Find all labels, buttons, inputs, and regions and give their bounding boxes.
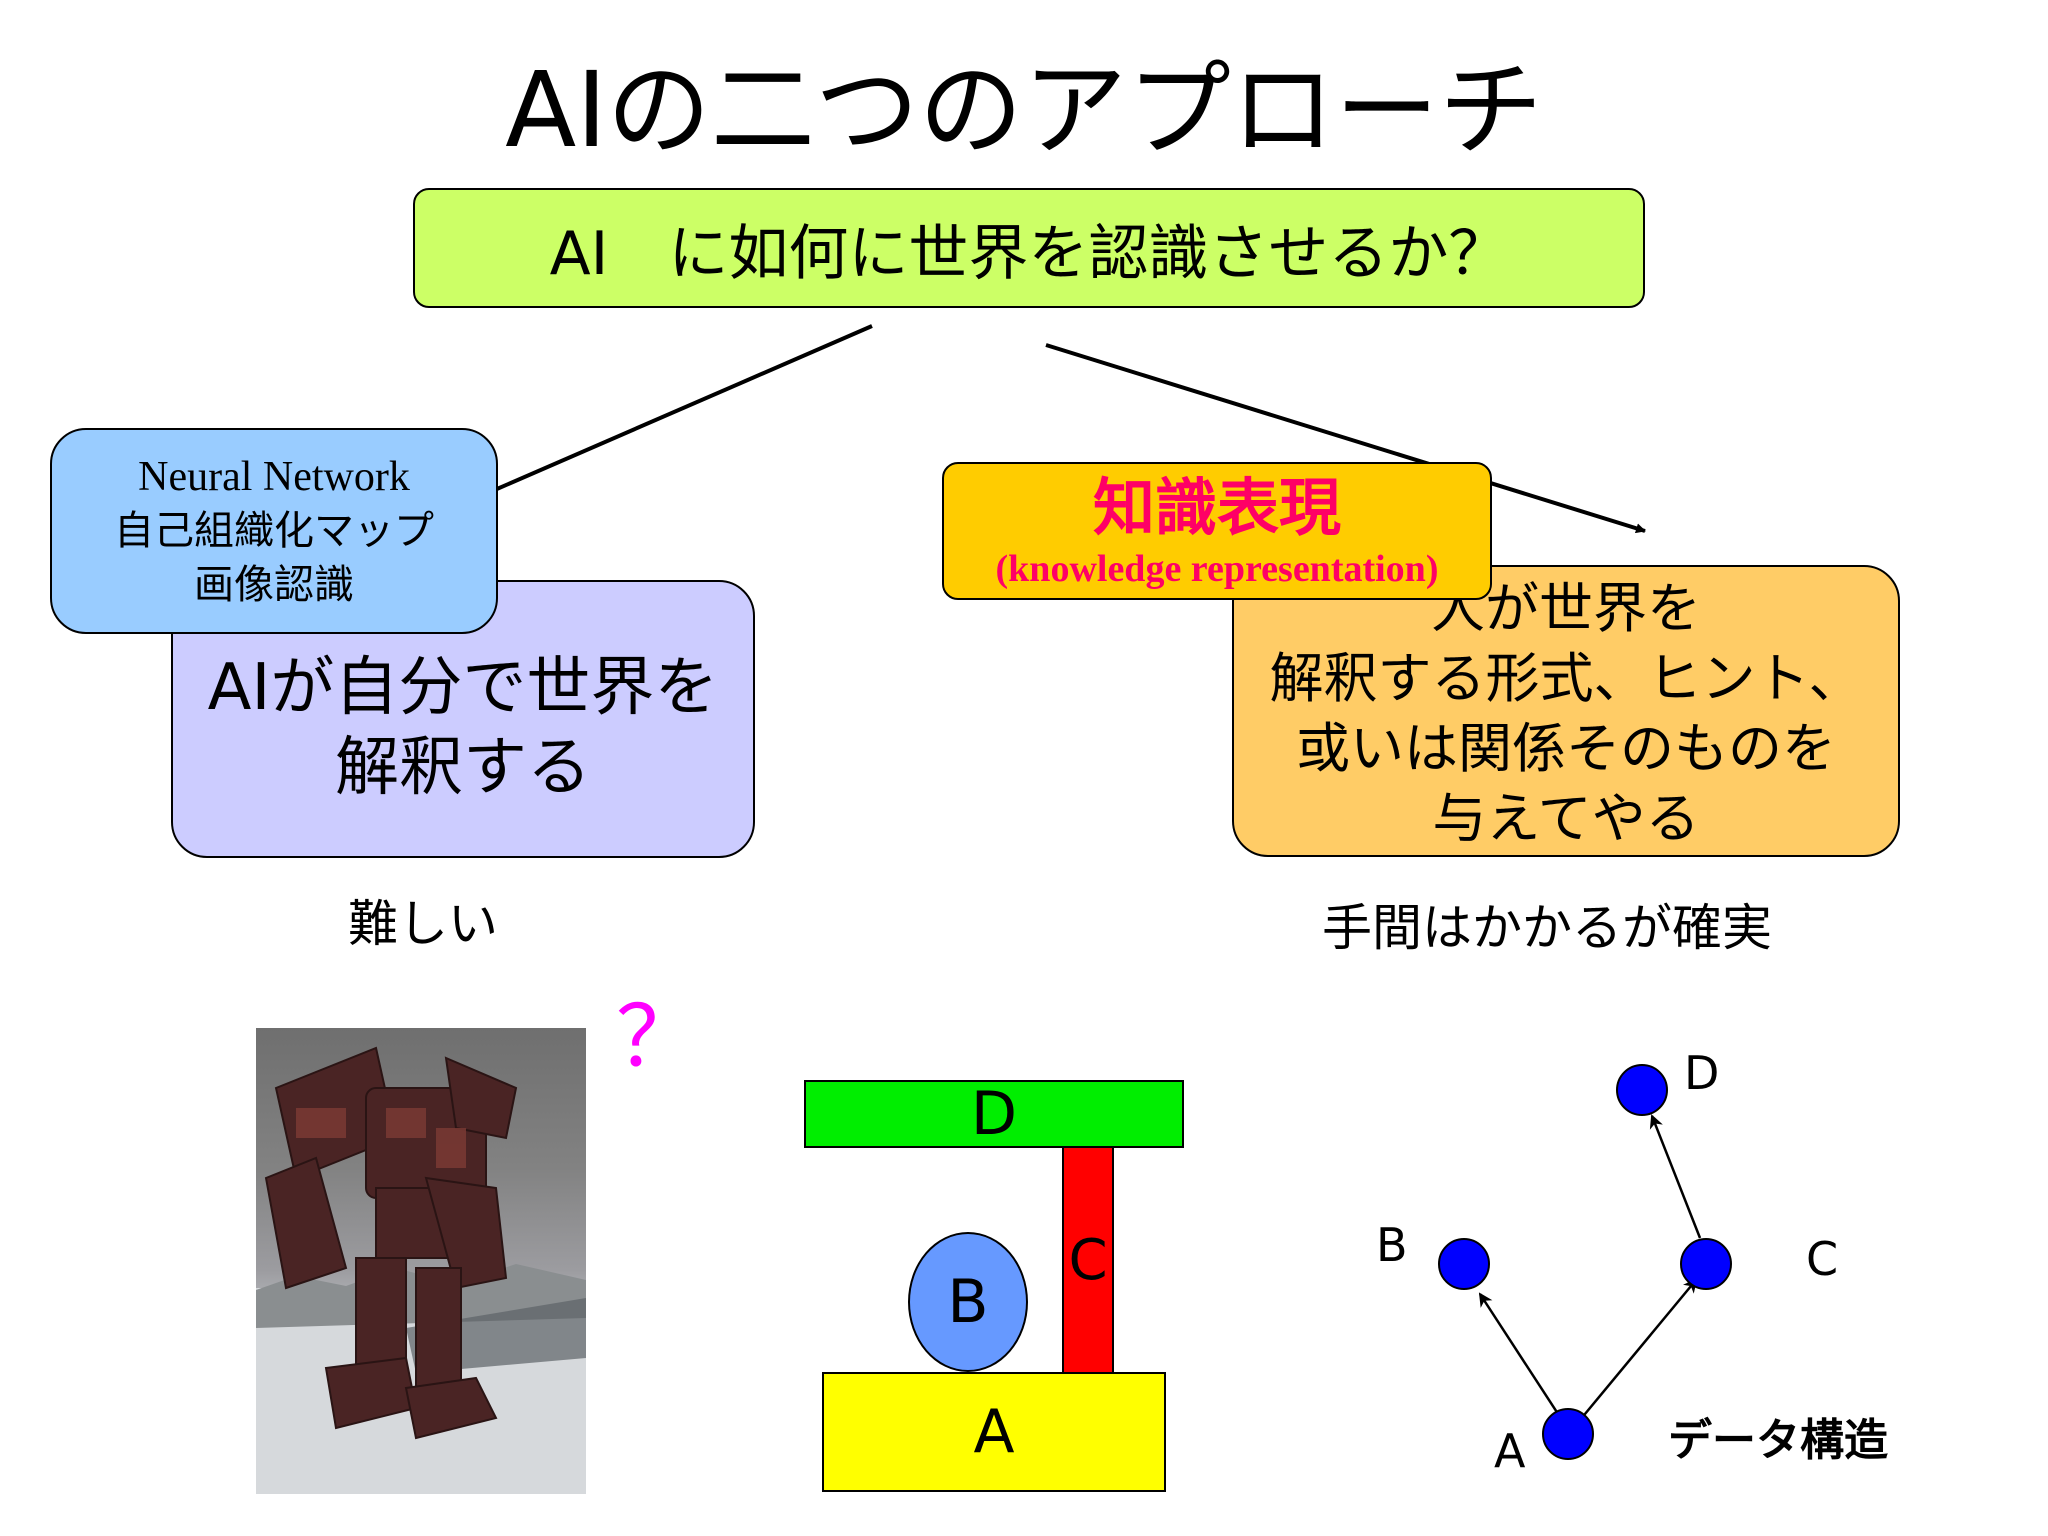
block-a: A (822, 1372, 1166, 1492)
right-branch-arrow (1045, 343, 1646, 534)
block-d: D (804, 1079, 1184, 1149)
question-mark: ？ (616, 988, 701, 1086)
block-d-label: D (970, 1079, 1018, 1149)
edge-a-b (1478, 1292, 1564, 1421)
right-box-line4: 与えてやる (1432, 787, 1700, 850)
edge-a-c (1579, 1278, 1698, 1421)
edge-c-d (1649, 1114, 1702, 1239)
block-a-label: A (973, 1397, 1015, 1467)
nn-box-line3: 画像認識 (194, 562, 354, 608)
left-box-line1: AIが自分で世界を (207, 651, 719, 725)
graph-node-c (1680, 1238, 1732, 1290)
block-b: B (908, 1232, 1028, 1372)
right-box-line2: 解釈する形式、ヒント、 (1269, 647, 1863, 710)
graph-label-b: B (1376, 1218, 1408, 1272)
data-structure-caption: データ構造 (1668, 1415, 1888, 1466)
left-note: 難しい (348, 895, 498, 953)
right-note: 手間はかかるが確実 (1322, 899, 1772, 957)
knowledge-representation-subtitle: (knowledge representation) (995, 548, 1439, 590)
knowledge-representation-title: 知識表現 (1092, 471, 1341, 544)
question-box: AI に如何に世界を認識させるか？ (413, 188, 1645, 308)
right-box-line3: 或いは関係そのものを (1296, 717, 1836, 780)
nn-box-line2: 自己組織化マップ (114, 508, 434, 554)
left-box-line2: 解釈する (335, 731, 591, 805)
graph-label-a: A (1494, 1424, 1526, 1478)
neural-network-box: Neural Network 自己組織化マップ 画像認識 (50, 428, 498, 634)
block-c-label: C (1068, 1227, 1108, 1293)
graph-label-c: C (1806, 1232, 1839, 1286)
left-branch-line (489, 324, 873, 494)
graph-node-a (1542, 1408, 1594, 1460)
graph-node-d (1616, 1064, 1668, 1116)
knowledge-representation-box: 知識表現 (knowledge representation) (942, 462, 1492, 600)
slide-title: AIの二つのアプローチ (505, 49, 1543, 171)
question-text: AI に如何に世界を認識させるか？ (549, 218, 1509, 289)
human-provided-knowledge-box: 人が世界を 解釈する形式、ヒント、 或いは関係そのものを 与えてやる (1232, 565, 1900, 857)
robot-photo (256, 1028, 586, 1494)
graph-node-b (1438, 1238, 1490, 1290)
graph-label-d: D (1684, 1046, 1720, 1100)
block-b-label: B (947, 1267, 989, 1337)
nn-box-line1: Neural Network (138, 454, 410, 500)
